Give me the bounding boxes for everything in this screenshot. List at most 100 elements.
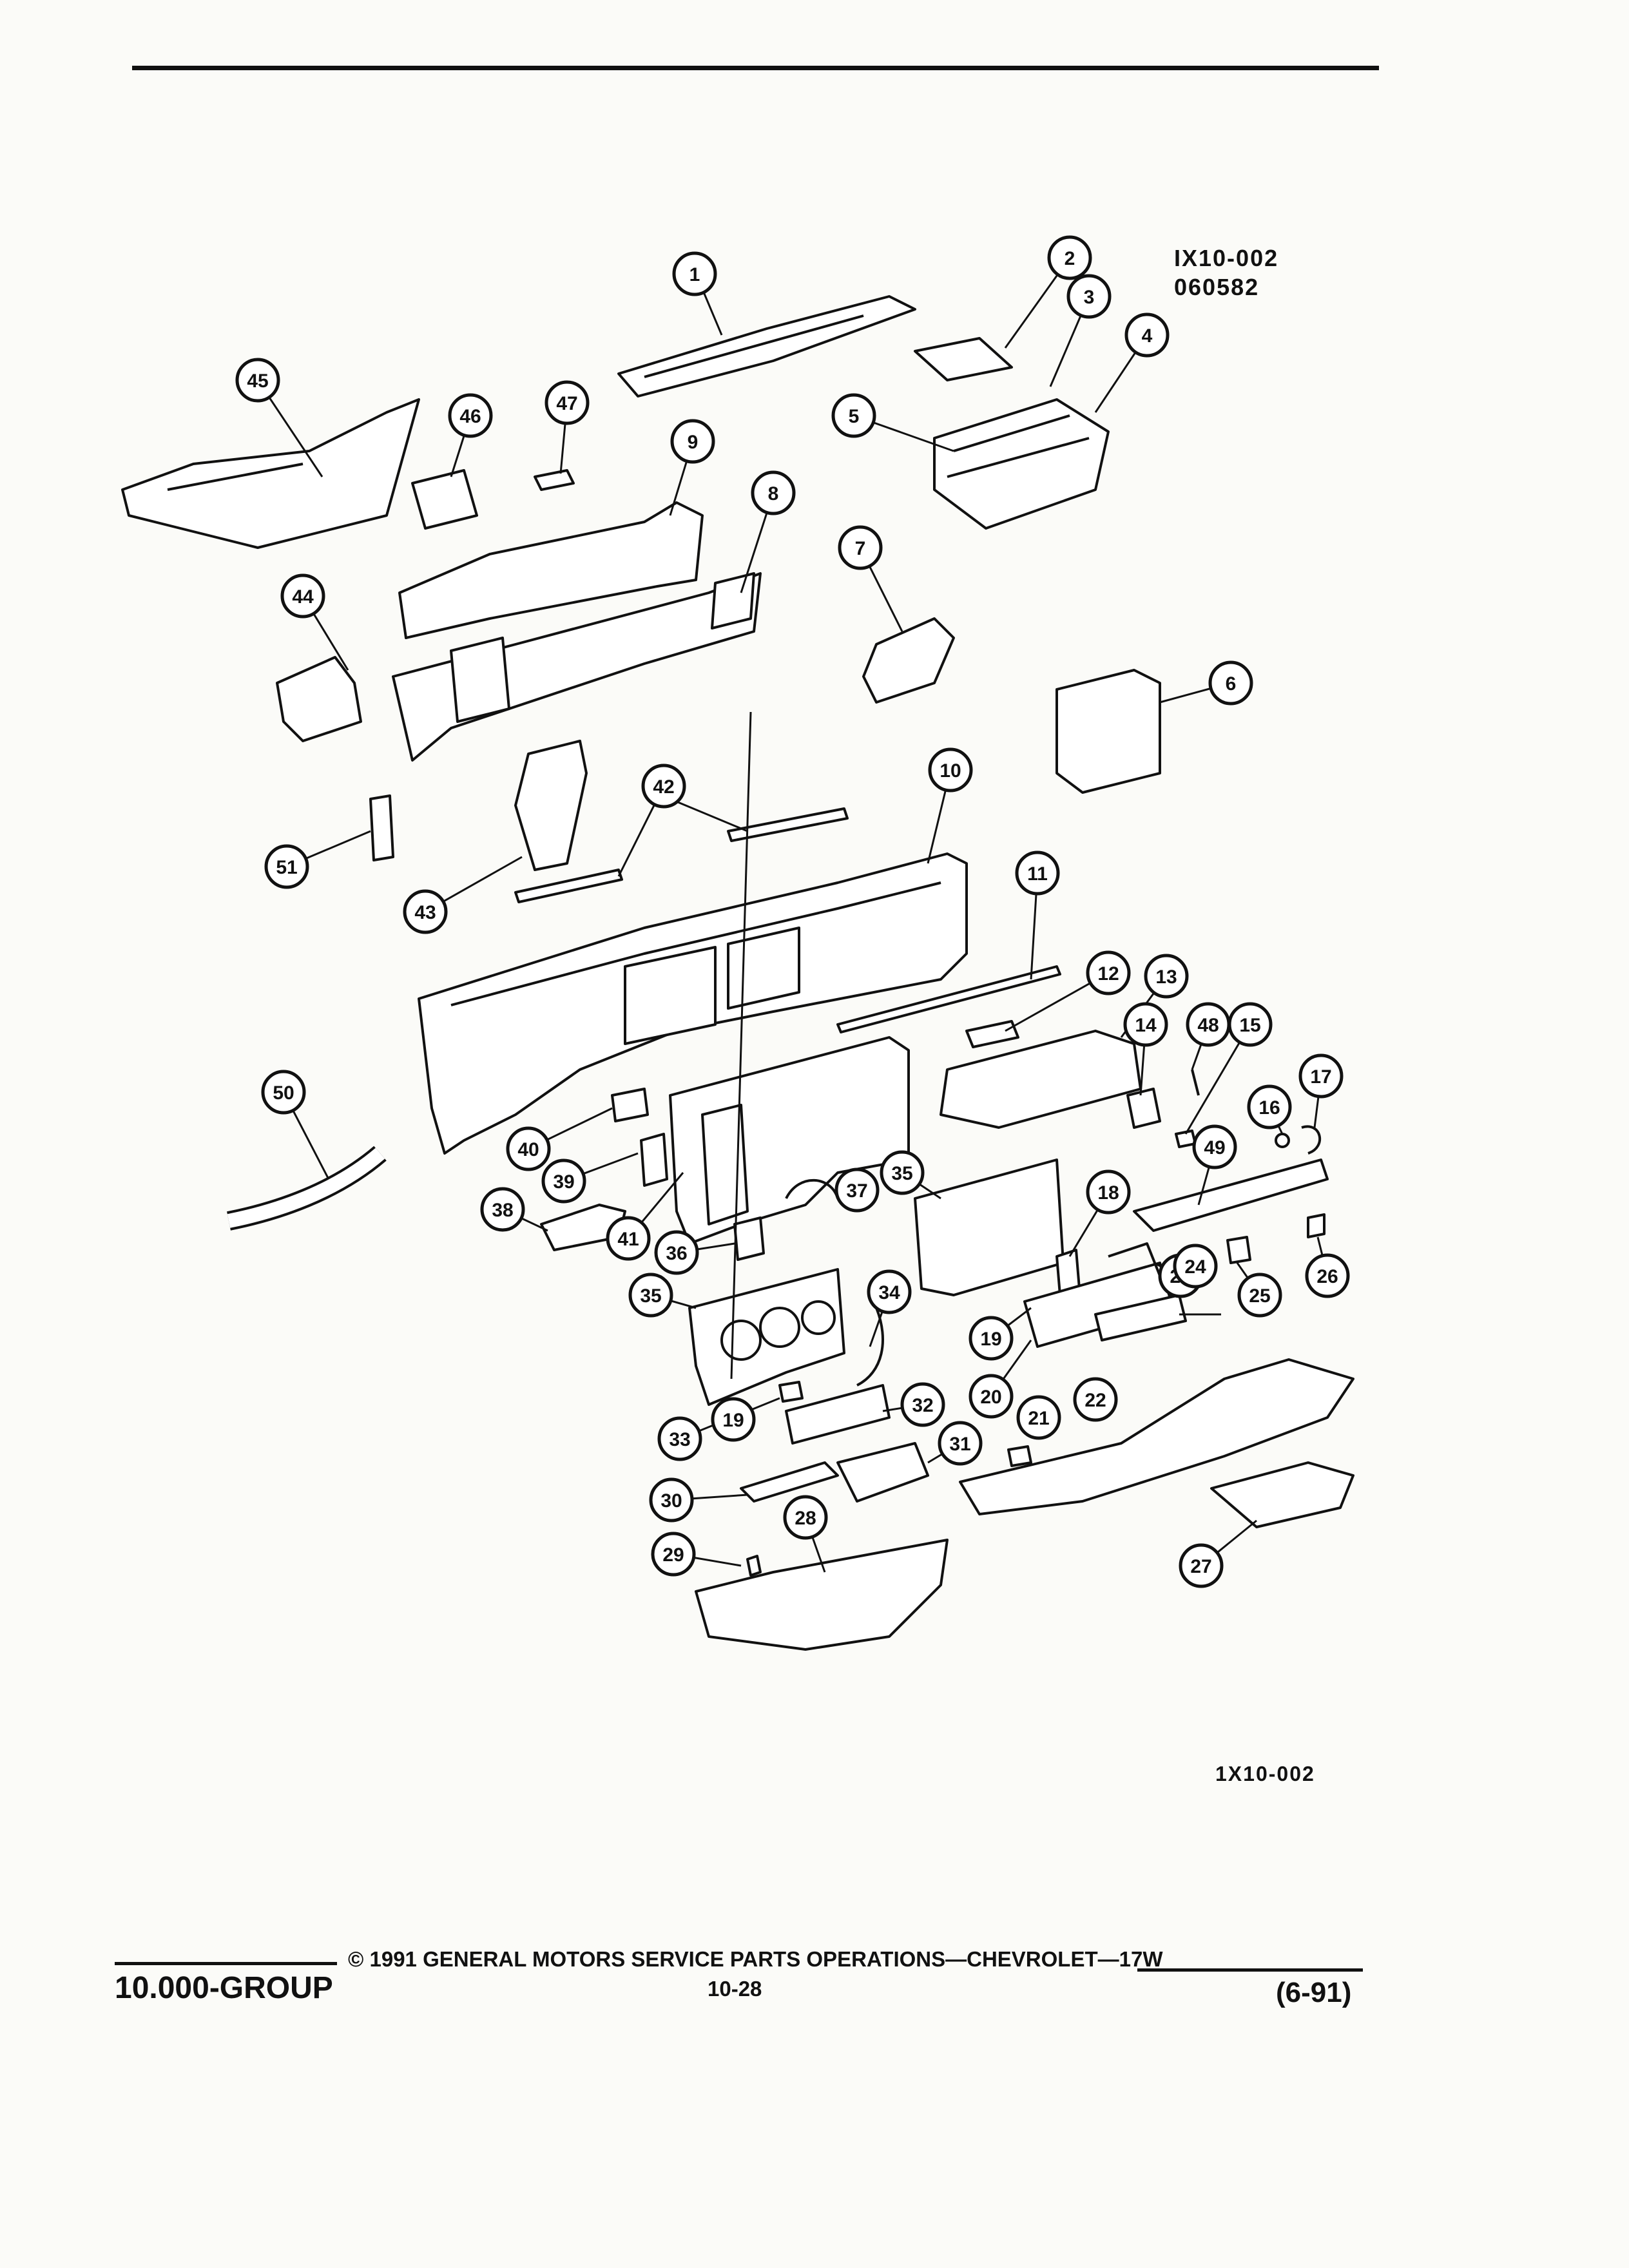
callout-46: 46 (448, 393, 493, 438)
part-control-module (933, 398, 1110, 530)
part-43 (514, 740, 588, 871)
callout-number: 17 (1310, 1066, 1331, 1088)
callout-number: 41 (617, 1229, 639, 1250)
callout-30: 30 (649, 1477, 694, 1523)
callout-4: 4 (1124, 312, 1170, 358)
part-defroster-duct (617, 295, 916, 398)
part-2 (914, 337, 1013, 381)
callout-number: 8 (768, 483, 779, 505)
callout-number: 10 (940, 760, 961, 782)
callout-16: 16 (1247, 1084, 1292, 1129)
callout-number: 34 (878, 1282, 900, 1303)
part-33 (778, 1381, 804, 1403)
part-trim-strip (836, 965, 1061, 1033)
callout-24: 24 (1173, 1244, 1218, 1289)
callout-48: 48 (1186, 1002, 1231, 1047)
callout-number: 1 (689, 264, 700, 285)
callout-number: 19 (722, 1410, 744, 1431)
callout-number: 46 (459, 406, 481, 427)
callout-51: 51 (264, 844, 309, 889)
callout-number: 27 (1190, 1556, 1211, 1577)
callout-number: 13 (1155, 966, 1177, 988)
part-14 (1126, 1088, 1161, 1129)
callout-number: 12 (1097, 963, 1119, 985)
part-21 (1007, 1445, 1032, 1467)
callout-49: 49 (1192, 1124, 1237, 1169)
callout-13: 13 (1144, 954, 1189, 999)
callout-number: 36 (666, 1243, 687, 1264)
callout-number: 14 (1135, 1015, 1157, 1036)
callout-number: 18 (1097, 1182, 1119, 1204)
part-37 (785, 1178, 839, 1199)
callout-number: 50 (273, 1082, 294, 1104)
callout-3: 3 (1066, 274, 1112, 319)
part-12 (965, 1020, 1019, 1048)
part-49 (1133, 1158, 1329, 1232)
callout-number: 42 (653, 776, 674, 798)
callout-35: 35 (628, 1273, 673, 1318)
part-7 (862, 617, 955, 704)
part-24 (1108, 1242, 1161, 1276)
callout-number: 22 (1084, 1390, 1106, 1411)
callout-19: 19 (969, 1316, 1014, 1361)
callout-15: 15 (1228, 1002, 1273, 1047)
part-left-duct (121, 398, 420, 549)
callout-number: 9 (688, 432, 699, 453)
footer-group: 10.000-GROUP (115, 1971, 333, 2005)
part-13 (940, 1030, 1142, 1129)
callout-8: 8 (751, 470, 796, 515)
callout-number: 16 (1258, 1097, 1280, 1119)
callout-45: 45 (235, 358, 280, 403)
part-17 (1301, 1125, 1321, 1155)
callout-number: 26 (1316, 1266, 1338, 1287)
part-cluster-right (914, 1158, 1065, 1296)
callout-number: 29 (662, 1544, 684, 1566)
callout-42: 42 (641, 764, 686, 809)
part-39 (640, 1133, 668, 1187)
callout-35: 35 (880, 1150, 925, 1195)
part-46 (411, 469, 478, 530)
callout-10: 10 (928, 747, 973, 793)
callout-29: 29 (651, 1532, 696, 1577)
callout-37: 37 (834, 1168, 880, 1213)
part-knee-bolster (695, 1539, 949, 1651)
callout-47: 47 (545, 380, 590, 425)
callout-32: 32 (900, 1382, 945, 1427)
callout-1: 1 (672, 251, 717, 296)
callout-number: 47 (556, 393, 577, 414)
footer-rule-left (115, 1962, 337, 1965)
part-vent-right (727, 807, 849, 842)
callout-7: 7 (838, 525, 883, 570)
callout-number: 3 (1084, 287, 1095, 308)
callout-number: 25 (1249, 1285, 1270, 1307)
callout-9: 9 (670, 419, 715, 464)
callout-26: 26 (1305, 1253, 1350, 1298)
callout-43: 43 (403, 889, 448, 934)
callout-number: 15 (1239, 1015, 1260, 1036)
part-glove-box (1055, 669, 1161, 794)
callout-5: 5 (831, 393, 876, 438)
callout-number: 40 (517, 1139, 539, 1160)
callout-number: 24 (1184, 1256, 1206, 1278)
callout-22: 22 (1073, 1377, 1118, 1422)
callout-number: 19 (980, 1329, 1001, 1350)
callout-11: 11 (1015, 850, 1060, 896)
part-30 (740, 1461, 839, 1503)
callout-36: 36 (654, 1230, 699, 1275)
callout-27: 27 (1179, 1543, 1224, 1588)
callout-number: 35 (891, 1163, 912, 1184)
part-36 (733, 1216, 765, 1261)
callout-number: 5 (849, 406, 860, 427)
callout-18: 18 (1086, 1169, 1131, 1215)
callout-number: 11 (1027, 863, 1048, 885)
part-47 (534, 469, 575, 491)
callout-50: 50 (261, 1070, 306, 1115)
callout-17: 17 (1298, 1053, 1344, 1099)
footer-copyright: © 1991 GENERAL MOTORS SERVICE PARTS OPER… (348, 1947, 1163, 1971)
callout-number: 43 (414, 902, 436, 923)
part-25 (1226, 1236, 1251, 1264)
footer-rule-right (1137, 1968, 1363, 1972)
callout-number: 38 (492, 1200, 513, 1221)
callout-39: 39 (541, 1158, 586, 1204)
callout-number: 21 (1028, 1408, 1049, 1429)
